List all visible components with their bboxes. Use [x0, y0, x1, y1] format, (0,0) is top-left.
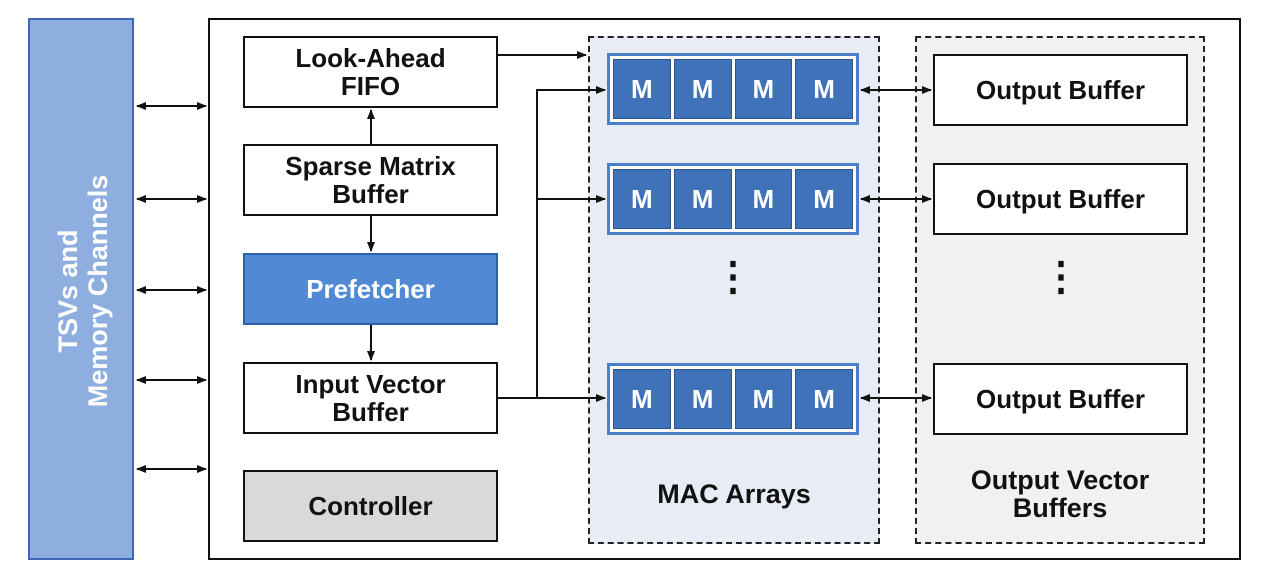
output-buffer-block: Output Buffer	[933, 363, 1188, 435]
mac-cell: M	[734, 59, 793, 119]
mac-cell: M	[673, 59, 732, 119]
mac-cell: M	[795, 369, 853, 429]
tsv-memory-channels-block: TSVs and Memory Channels	[28, 18, 134, 560]
mac-array-row: M M M M	[607, 53, 859, 125]
mac-array-row: M M M M	[607, 363, 859, 435]
mac-cell: M	[795, 59, 853, 119]
mac-cell: M	[673, 169, 732, 229]
output-buffer-block: Output Buffer	[933, 163, 1188, 235]
mac-cell: M	[734, 169, 793, 229]
mac-cell: M	[613, 169, 671, 229]
mac-array-row: M M M M	[607, 163, 859, 235]
mac-cell: M	[795, 169, 853, 229]
output-vector-buffers-label: Output Vector Buffers	[970, 465, 1150, 523]
mac-arrays-label: MAC Arrays	[657, 479, 811, 509]
mac-cell: M	[613, 369, 671, 429]
mac-cell: M	[613, 59, 671, 119]
lookahead-fifo-block: Look-Ahead FIFO	[243, 36, 498, 108]
sparse-matrix-buffer-block: Sparse Matrix Buffer	[243, 144, 498, 216]
prefetcher-block: Prefetcher	[243, 253, 498, 325]
input-vector-buffer-block: Input Vector Buffer	[243, 362, 498, 434]
ivb-bus-wire	[498, 86, 606, 399]
output-buffer-block: Output Buffer	[933, 54, 1188, 126]
controller-block: Controller	[243, 470, 498, 542]
mac-cell: M	[734, 369, 793, 429]
mac-cell: M	[673, 369, 732, 429]
